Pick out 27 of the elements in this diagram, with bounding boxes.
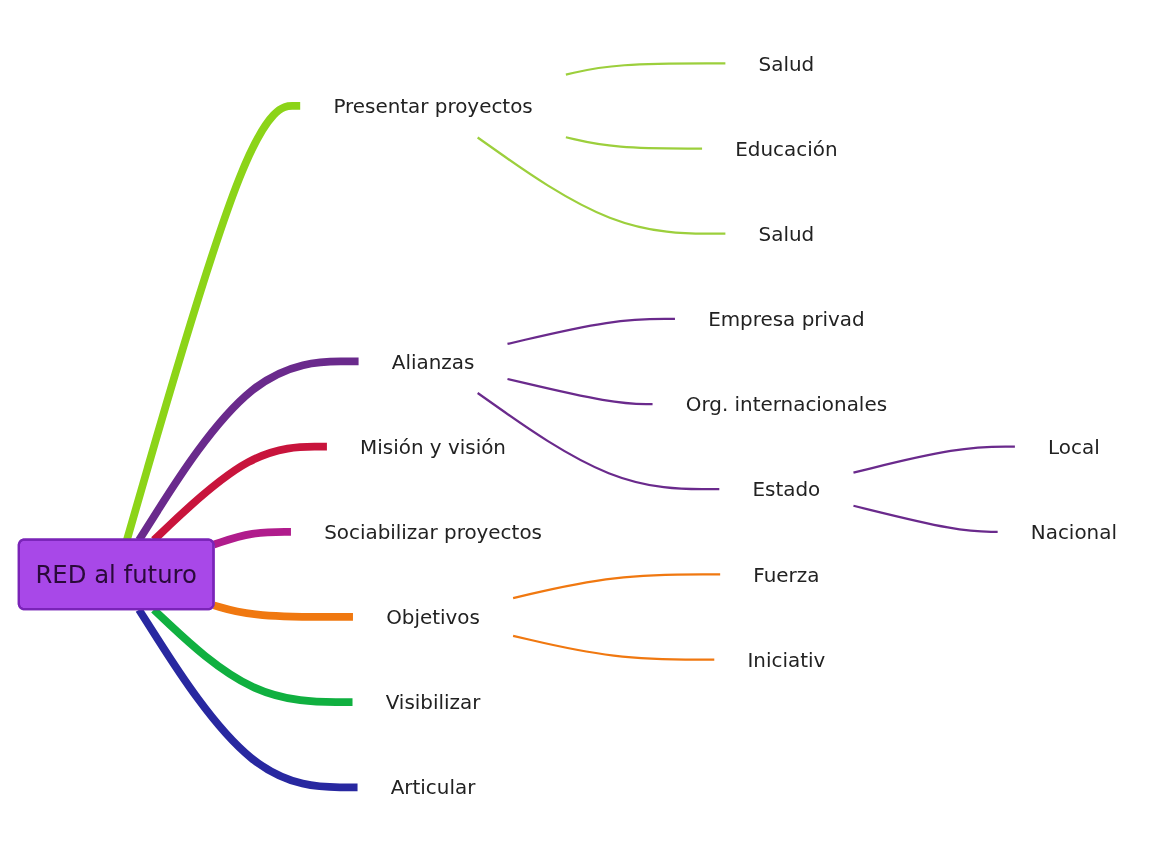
connector bbox=[507, 317, 675, 346]
node-text: Salud bbox=[758, 222, 815, 246]
connector bbox=[512, 573, 721, 600]
node-text: Objetivos bbox=[386, 605, 480, 629]
node-text: Iniciativ bbox=[747, 648, 826, 672]
node-text: Sociabilizar proyectos bbox=[324, 520, 542, 544]
node-text: Org. internacionales bbox=[685, 392, 888, 416]
node-text: Salud bbox=[758, 51, 815, 76]
node-text: Misión y visión bbox=[360, 435, 506, 459]
node-text: Visibilizar bbox=[385, 690, 481, 714]
node-text: Presentar proyectos bbox=[333, 94, 533, 118]
connector bbox=[477, 392, 720, 491]
node-text: Educación bbox=[735, 137, 838, 161]
node-text: Articular bbox=[390, 775, 476, 800]
node-text: Empresa privad bbox=[708, 307, 865, 331]
connector bbox=[853, 504, 998, 534]
node-text: Alianzas bbox=[391, 350, 475, 374]
connector bbox=[477, 136, 726, 235]
connector bbox=[565, 136, 703, 150]
connector bbox=[565, 62, 726, 76]
node-text: Local bbox=[1048, 435, 1100, 459]
connector bbox=[507, 378, 653, 406]
node-text: Estado bbox=[752, 477, 821, 501]
node-text: Fuerza bbox=[753, 562, 820, 587]
node-text: Nacional bbox=[1030, 520, 1117, 544]
connector bbox=[853, 445, 1015, 474]
connector bbox=[512, 634, 715, 661]
